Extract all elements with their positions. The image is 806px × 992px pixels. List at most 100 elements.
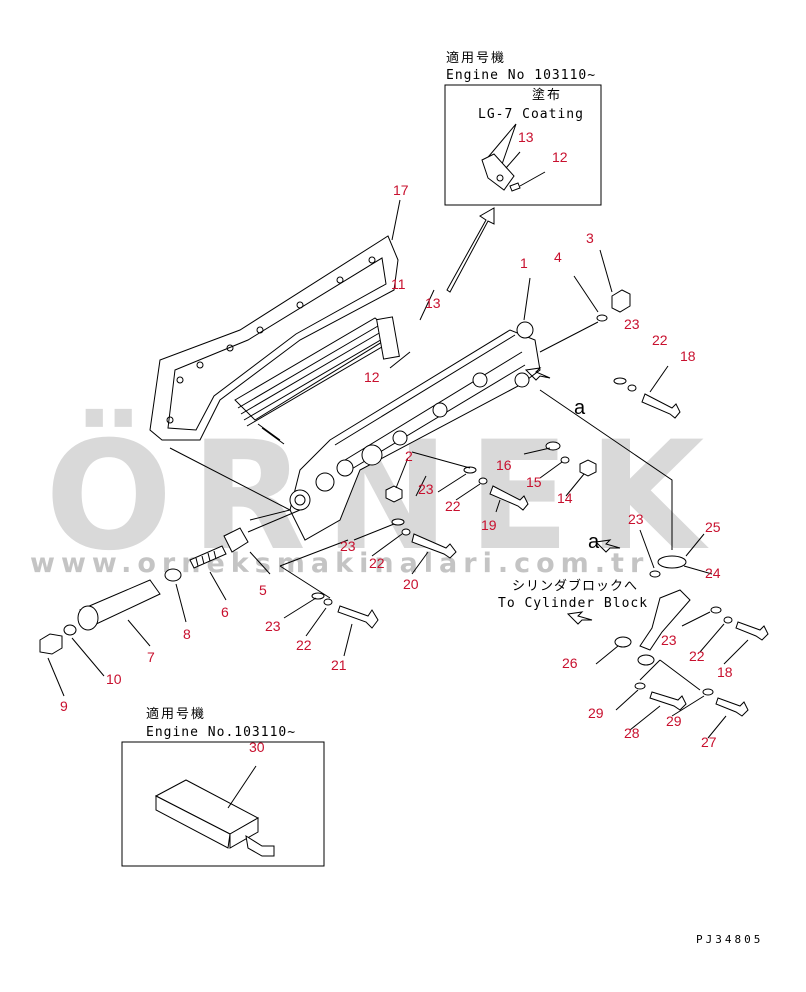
bolt-21 bbox=[337, 605, 379, 629]
plug-9 bbox=[39, 633, 63, 655]
oring-4 bbox=[596, 314, 608, 322]
callout-25: 25 bbox=[705, 519, 721, 535]
arrow-a-top bbox=[524, 367, 551, 381]
inset-top-coating-jp: 塗布 bbox=[532, 87, 562, 103]
strainer-30-fitting bbox=[245, 834, 275, 857]
washer-15 bbox=[560, 456, 570, 464]
oil-cooler-cover bbox=[289, 321, 541, 541]
callout-26: 26 bbox=[562, 655, 578, 671]
callout-16: 16 bbox=[496, 457, 512, 473]
cylinder-label-jp: シリンダブロックへ bbox=[512, 578, 638, 594]
callout-1: 1 bbox=[520, 255, 528, 271]
callout-23-f: 23 bbox=[661, 632, 677, 648]
arrow-cylinder-block bbox=[566, 611, 593, 625]
strainer-30-side bbox=[155, 795, 231, 849]
callout-2: 2 bbox=[405, 448, 413, 464]
callout-5: 5 bbox=[259, 582, 267, 598]
callout-23-c: 23 bbox=[340, 538, 356, 554]
oring-detail bbox=[509, 182, 521, 192]
callout-29-b: 29 bbox=[666, 713, 682, 729]
callout-21: 21 bbox=[331, 657, 347, 673]
callout-23-a: 23 bbox=[624, 316, 640, 332]
inset-bottom-engine-no: Engine No.103110~ bbox=[146, 725, 296, 740]
pipe-elbow bbox=[639, 589, 691, 651]
bolt-18-bottom bbox=[735, 621, 769, 641]
lockwasher-22-mid bbox=[478, 477, 488, 485]
leader-lines bbox=[47, 199, 749, 739]
cylinder-label: To Cylinder Block bbox=[498, 596, 648, 611]
callout-11: 11 bbox=[391, 276, 406, 292]
callout-4: 4 bbox=[554, 249, 562, 265]
washer-29-right bbox=[702, 688, 714, 696]
left-valve-parts bbox=[39, 509, 301, 655]
arrow-a-bottom bbox=[594, 539, 621, 553]
stud-19 bbox=[489, 485, 529, 511]
bolt-18-top bbox=[641, 393, 681, 419]
callout-8: 8 bbox=[183, 626, 191, 642]
inset-top-applicable-jp: 適用号機 bbox=[446, 50, 506, 66]
mid-small-parts bbox=[385, 441, 597, 559]
callout-18-top: 18 bbox=[680, 348, 696, 364]
right-small-parts bbox=[524, 289, 681, 550]
washer-29-left bbox=[634, 682, 646, 690]
callout-22-d: 22 bbox=[296, 637, 312, 653]
washer-23-right bbox=[613, 377, 627, 385]
valve-5 bbox=[223, 527, 249, 553]
callout-23-e: 23 bbox=[628, 511, 644, 527]
inset-part-30: 適用号機 Engine No.103110~ bbox=[121, 706, 325, 867]
bolt-20 bbox=[411, 533, 457, 559]
cooler-gasket bbox=[149, 235, 399, 441]
lockwasher-22-bottom bbox=[323, 598, 333, 606]
inset-top-engine-no: Engine No 103110~ bbox=[446, 68, 596, 83]
view-mark-a-bottom: a bbox=[588, 531, 600, 553]
callout-15: 15 bbox=[526, 474, 542, 490]
flange-hole bbox=[496, 174, 504, 182]
callout-23-b: 23 bbox=[418, 481, 434, 497]
washer-23-mid bbox=[463, 466, 477, 474]
lockwasher-22-lower bbox=[401, 528, 411, 536]
inset-bottom-applicable-jp: 適用号機 bbox=[146, 706, 206, 722]
lockwasher-22-right bbox=[627, 384, 637, 392]
inset-bottom-frame bbox=[121, 741, 325, 867]
callout-7: 7 bbox=[147, 649, 155, 665]
callout-20: 20 bbox=[403, 576, 419, 592]
inset-coating-detail: 適用号機 Engine No 103110~ 塗布 LG-7 Coating bbox=[444, 50, 602, 206]
gasket-bolt-holes bbox=[166, 256, 376, 424]
callout-10: 10 bbox=[106, 671, 122, 687]
callout-22-a: 22 bbox=[652, 332, 668, 348]
plug-3 bbox=[611, 289, 631, 313]
plug-mid bbox=[385, 485, 403, 503]
coating-leader-lines bbox=[483, 123, 517, 171]
gasket-flange-detail bbox=[481, 153, 515, 191]
callout-3: 3 bbox=[586, 230, 594, 246]
callout-18-bottom: 18 bbox=[717, 664, 733, 680]
detail-pointer-arrow bbox=[446, 207, 495, 293]
lockwasher-22-pipe bbox=[723, 616, 733, 624]
water-pipe-assembly bbox=[566, 539, 769, 717]
callout-24: 24 bbox=[705, 565, 721, 581]
view-mark-a-top: a bbox=[574, 397, 586, 419]
washer-23-pipe-right bbox=[710, 606, 722, 614]
callout-28: 28 bbox=[624, 725, 640, 741]
plug-7-head bbox=[77, 605, 99, 631]
lower-bolt-parts bbox=[169, 447, 379, 629]
drawing-code: PJ34805 bbox=[696, 933, 763, 946]
callout-27: 27 bbox=[701, 734, 717, 750]
washer-23-lower bbox=[391, 518, 405, 526]
gasket-inner-edge bbox=[167, 257, 387, 431]
callout-13-inset: 13 bbox=[518, 129, 534, 145]
callout-6: 6 bbox=[221, 604, 229, 620]
callout-12-inset: 12 bbox=[552, 149, 568, 165]
ref-line-a-top bbox=[539, 389, 673, 550]
oring-8 bbox=[164, 568, 182, 582]
callout-17: 17 bbox=[393, 182, 409, 198]
callout-12: 12 bbox=[364, 369, 380, 385]
gasket-10 bbox=[63, 624, 77, 636]
callout-13: 13 bbox=[425, 295, 441, 311]
callout-22-e: 22 bbox=[689, 648, 705, 664]
inset-leaders bbox=[505, 151, 546, 187]
washer-23-pipe bbox=[649, 570, 661, 578]
nut-14 bbox=[579, 459, 597, 477]
